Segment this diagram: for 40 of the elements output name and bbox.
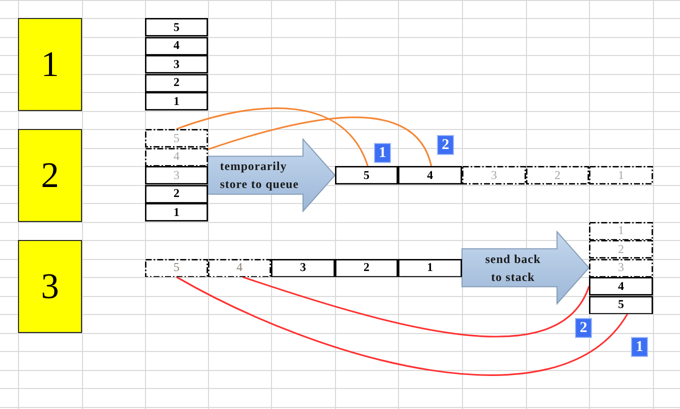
queue-cell: 2 (526, 166, 589, 184)
stack-cell: 3 (145, 55, 208, 74)
stack-cell: 3 (145, 166, 208, 184)
queue-cell: 3 (462, 166, 526, 184)
stack-cell: 1 (589, 222, 653, 240)
stack-cell: 4 (145, 36, 208, 55)
arrow-label: temporarily store to queue (220, 158, 300, 194)
queue-cell: 1 (589, 166, 653, 184)
queue-cell: 3 (271, 258, 335, 277)
callout-number: 1 (374, 143, 391, 163)
curved-connector (176, 107, 368, 166)
step-number-box: 1 (18, 18, 82, 110)
block-arrow (462, 230, 590, 306)
callout-number: 2 (437, 135, 454, 155)
queue-cell: 4 (208, 258, 271, 277)
curved-connector (208, 116, 432, 166)
queue-cell: 5 (145, 258, 208, 277)
stack-cell: 2 (145, 74, 208, 92)
stack-cell: 3 (589, 258, 653, 277)
curved-connector (242, 276, 590, 338)
stack-cell: 4 (589, 277, 653, 296)
stack-cell: 5 (145, 18, 208, 36)
step-number-box: 2 (18, 129, 82, 222)
callout-number: 1 (631, 337, 648, 357)
curved-connector (176, 276, 628, 376)
queue-cell: 4 (398, 166, 462, 184)
stack-cell: 5 (589, 296, 653, 314)
queue-cell: 5 (335, 166, 398, 184)
stack-cell: 1 (145, 92, 208, 110)
stack-cell: 1 (145, 203, 208, 222)
stack-cell: 2 (589, 240, 653, 258)
stack-cell: 4 (145, 148, 208, 166)
step-number-box: 3 (18, 240, 82, 332)
arrow-label: send back to stack (484, 250, 542, 286)
callout-number: 2 (575, 318, 592, 338)
queue-cell: 2 (335, 258, 398, 277)
stack-cell: 5 (145, 129, 208, 148)
queue-cell: 1 (398, 258, 462, 277)
stack-cell: 2 (145, 184, 208, 203)
block-arrow (208, 138, 336, 213)
